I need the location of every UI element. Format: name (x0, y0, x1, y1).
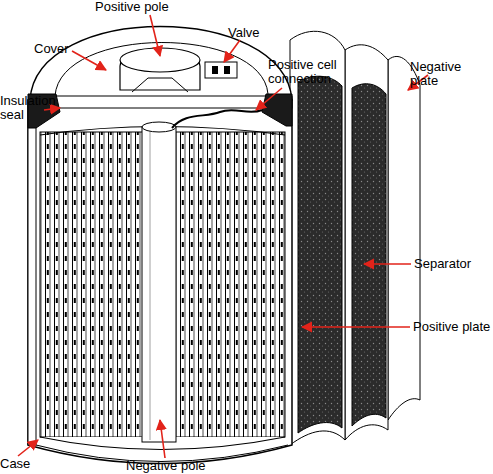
positive-plate-sheet (290, 31, 345, 445)
part-label: Case (0, 457, 50, 471)
part-label: Positive plate (413, 320, 493, 334)
leader-lines (18, 15, 428, 458)
valve-body (205, 62, 237, 78)
connection-tab (172, 110, 262, 128)
leader-line (44, 108, 60, 110)
leader-line (224, 40, 240, 62)
separator-sheet (345, 45, 388, 440)
center-tube-shade (150, 130, 151, 440)
part-label: Insulation seal (0, 94, 66, 122)
cover-plate (30, 96, 292, 108)
positive-plate-dark-layer (298, 76, 342, 433)
case-wall (28, 100, 36, 445)
leader-line (302, 326, 410, 328)
insulation-seal-shape (262, 94, 292, 126)
cover-inner (55, 42, 268, 96)
leader-line (256, 88, 282, 110)
leader-line (364, 263, 411, 265)
part-label: Negative plate (410, 60, 492, 88)
leader-line (72, 51, 106, 70)
valve-detail (212, 66, 218, 74)
part-label: Positive cell connection (268, 58, 350, 86)
part-label: Separator (414, 257, 492, 271)
part-label: Negative pole (126, 459, 226, 473)
positive-pole-top (120, 48, 200, 72)
cover-outer (30, 27, 292, 101)
part-label: Positive pole (95, 0, 205, 14)
leader-line (150, 15, 160, 56)
separator-dark-layer (352, 84, 386, 426)
center-tube-top (142, 122, 176, 132)
part-label: Valve (228, 26, 288, 40)
center-tube (142, 127, 176, 442)
leader-line (160, 420, 165, 458)
case-body (28, 100, 292, 464)
part-label: Cover (34, 42, 94, 56)
valve-detail (224, 66, 230, 74)
leader-line (18, 440, 38, 456)
negative-plate-sheet (388, 56, 420, 420)
pole-inner-detail (132, 78, 188, 92)
